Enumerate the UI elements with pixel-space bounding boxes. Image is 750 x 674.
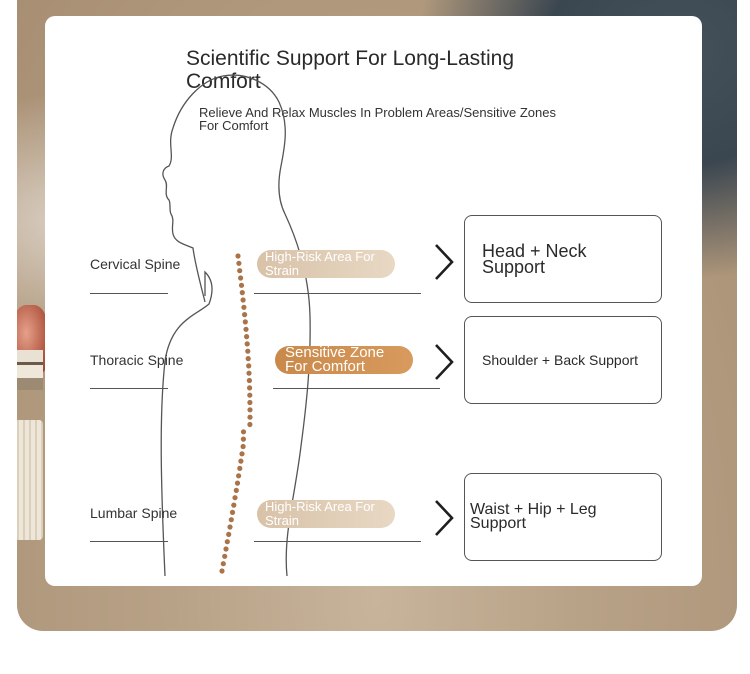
books-decoration [17, 350, 43, 390]
vertebra-dot [237, 465, 243, 471]
spine-label: Lumbar Spine [90, 505, 178, 521]
vertebra-dot [238, 282, 245, 288]
zone-badge: High-Risk Area For Strain [257, 500, 395, 528]
support-box: Shoulder + Back Support [464, 316, 662, 404]
vertebra-dot [246, 363, 252, 369]
vertebra-dot [219, 568, 225, 574]
vertebra-dot [238, 458, 244, 464]
spine-label: Cervical Spine [90, 256, 181, 272]
page-title: Scientific Support For Long-Lasting Comf… [186, 47, 515, 93]
vertebra-dot [238, 275, 244, 281]
support-label: Waist + Hip + Leg Support [470, 500, 597, 532]
support-box: Waist + Hip + Leg Support [464, 473, 662, 561]
support-label: Head + Neck Support [482, 240, 587, 277]
vertebra-dot [240, 443, 246, 450]
chevron-right-icon [435, 244, 454, 280]
vertebra-dot [247, 392, 253, 398]
vertebra-dot [226, 531, 232, 538]
vertebra-dot [236, 473, 242, 479]
vertebra-dot [242, 312, 248, 318]
vertebra-dot [224, 539, 230, 545]
vertebra-dot [220, 561, 226, 567]
support-box: Head + Neck Support [464, 215, 662, 303]
vertebra-dot [228, 517, 234, 523]
vertebra-dot [247, 414, 253, 420]
label-underline [90, 388, 168, 389]
info-card: Scientific Support For Long-Lasting Comf… [45, 16, 702, 586]
zone-badge-label: High-Risk Area For Strain [265, 499, 375, 528]
support-label: Shoulder + Back Support [482, 351, 639, 368]
vertebra-dot [236, 260, 242, 266]
vertebra-dot [247, 421, 253, 428]
vertebra-dot [240, 429, 247, 435]
zone-badge-label: Sensitive Zone For Comfort [285, 344, 385, 375]
label-underline [90, 293, 168, 294]
vertebra-dot [240, 297, 246, 303]
vertebra-dot [239, 451, 245, 457]
vertebra-dot [247, 407, 253, 413]
vertebra-dot [227, 524, 233, 530]
vertebra-dot [242, 319, 248, 325]
vertebra-dot [246, 377, 252, 384]
vertebra-dot [246, 370, 252, 376]
vertebra-dot [223, 546, 229, 552]
vertebra-dot [240, 436, 246, 442]
spine-label: Thoracic Spine [90, 352, 184, 368]
vertebra-dot [232, 495, 238, 501]
zone-badge-label: High-Risk Area For Strain [265, 249, 375, 278]
vertebra-dot [241, 304, 247, 310]
page-subtitle: Relieve And Relax Muscles In Problem Are… [199, 105, 556, 133]
vertebra-dot [222, 553, 228, 559]
zone-badge: Sensitive Zone For Comfort [275, 344, 413, 375]
vertebra-dot [244, 341, 250, 347]
chevron-right-icon [435, 344, 454, 380]
chevron-right-icon [435, 500, 454, 536]
vertebra-dot [247, 399, 253, 406]
zone-underline [254, 541, 421, 542]
vertebra-dot [231, 502, 237, 508]
vertebra-dot [247, 385, 253, 391]
vertebra-dot [239, 290, 245, 296]
vertebra-dot [233, 487, 239, 493]
vertebra-dot [245, 348, 251, 354]
stool-decoration [17, 420, 43, 540]
vertebra-dot [237, 268, 243, 274]
vertebra-dot [245, 356, 251, 362]
zone-badge: High-Risk Area For Strain [257, 250, 395, 278]
vertebra-dot [229, 509, 236, 515]
label-underline [90, 541, 168, 542]
vertebra-dot [234, 480, 241, 486]
zone-underline [273, 388, 440, 389]
zone-underline [254, 293, 421, 294]
vertebra-dot [243, 326, 249, 332]
vertebra-dot [235, 253, 241, 259]
vertebra-dot [244, 334, 250, 340]
